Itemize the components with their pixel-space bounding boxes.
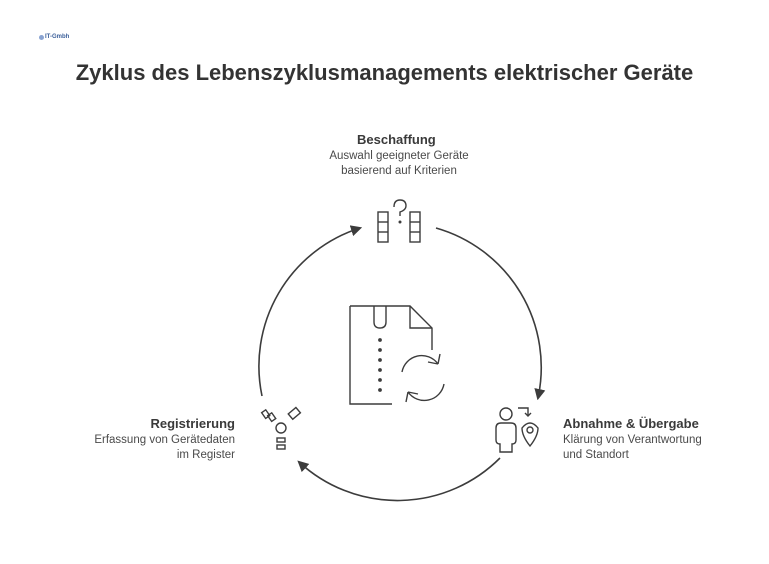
data-entry-icon <box>260 406 302 450</box>
company-logo: IT-Gmbh <box>39 34 79 48</box>
cycle-arrow-procurement-to-handover <box>435 227 546 401</box>
logo-mark <box>39 35 44 40</box>
stage-title-procurement: Beschaffung <box>357 132 436 147</box>
person-location-icon <box>495 407 539 453</box>
stage-desc-registration: Erfassung von Gerätedaten im Register <box>94 434 235 461</box>
stage-title-registration: Registrierung <box>150 416 235 431</box>
cycle-arrow-handover-to-registration <box>297 457 501 502</box>
stage-desc-procurement: Auswahl geeigneter Geräte basierend auf … <box>329 150 469 177</box>
compare-question-icon <box>377 199 421 243</box>
diagram-title: Zyklus des Lebenszyklusmanagements elekt… <box>75 60 694 85</box>
stage-desc-handover: Klärung von Verantwortung und Standort <box>563 434 702 461</box>
zip-file-refresh-icon <box>349 305 445 405</box>
stage-title-handover: Abnahme & Übergabe <box>563 416 699 431</box>
cycle-arrow-registration-to-procurement <box>258 225 363 397</box>
logo-text: IT-Gmbh <box>45 34 70 40</box>
